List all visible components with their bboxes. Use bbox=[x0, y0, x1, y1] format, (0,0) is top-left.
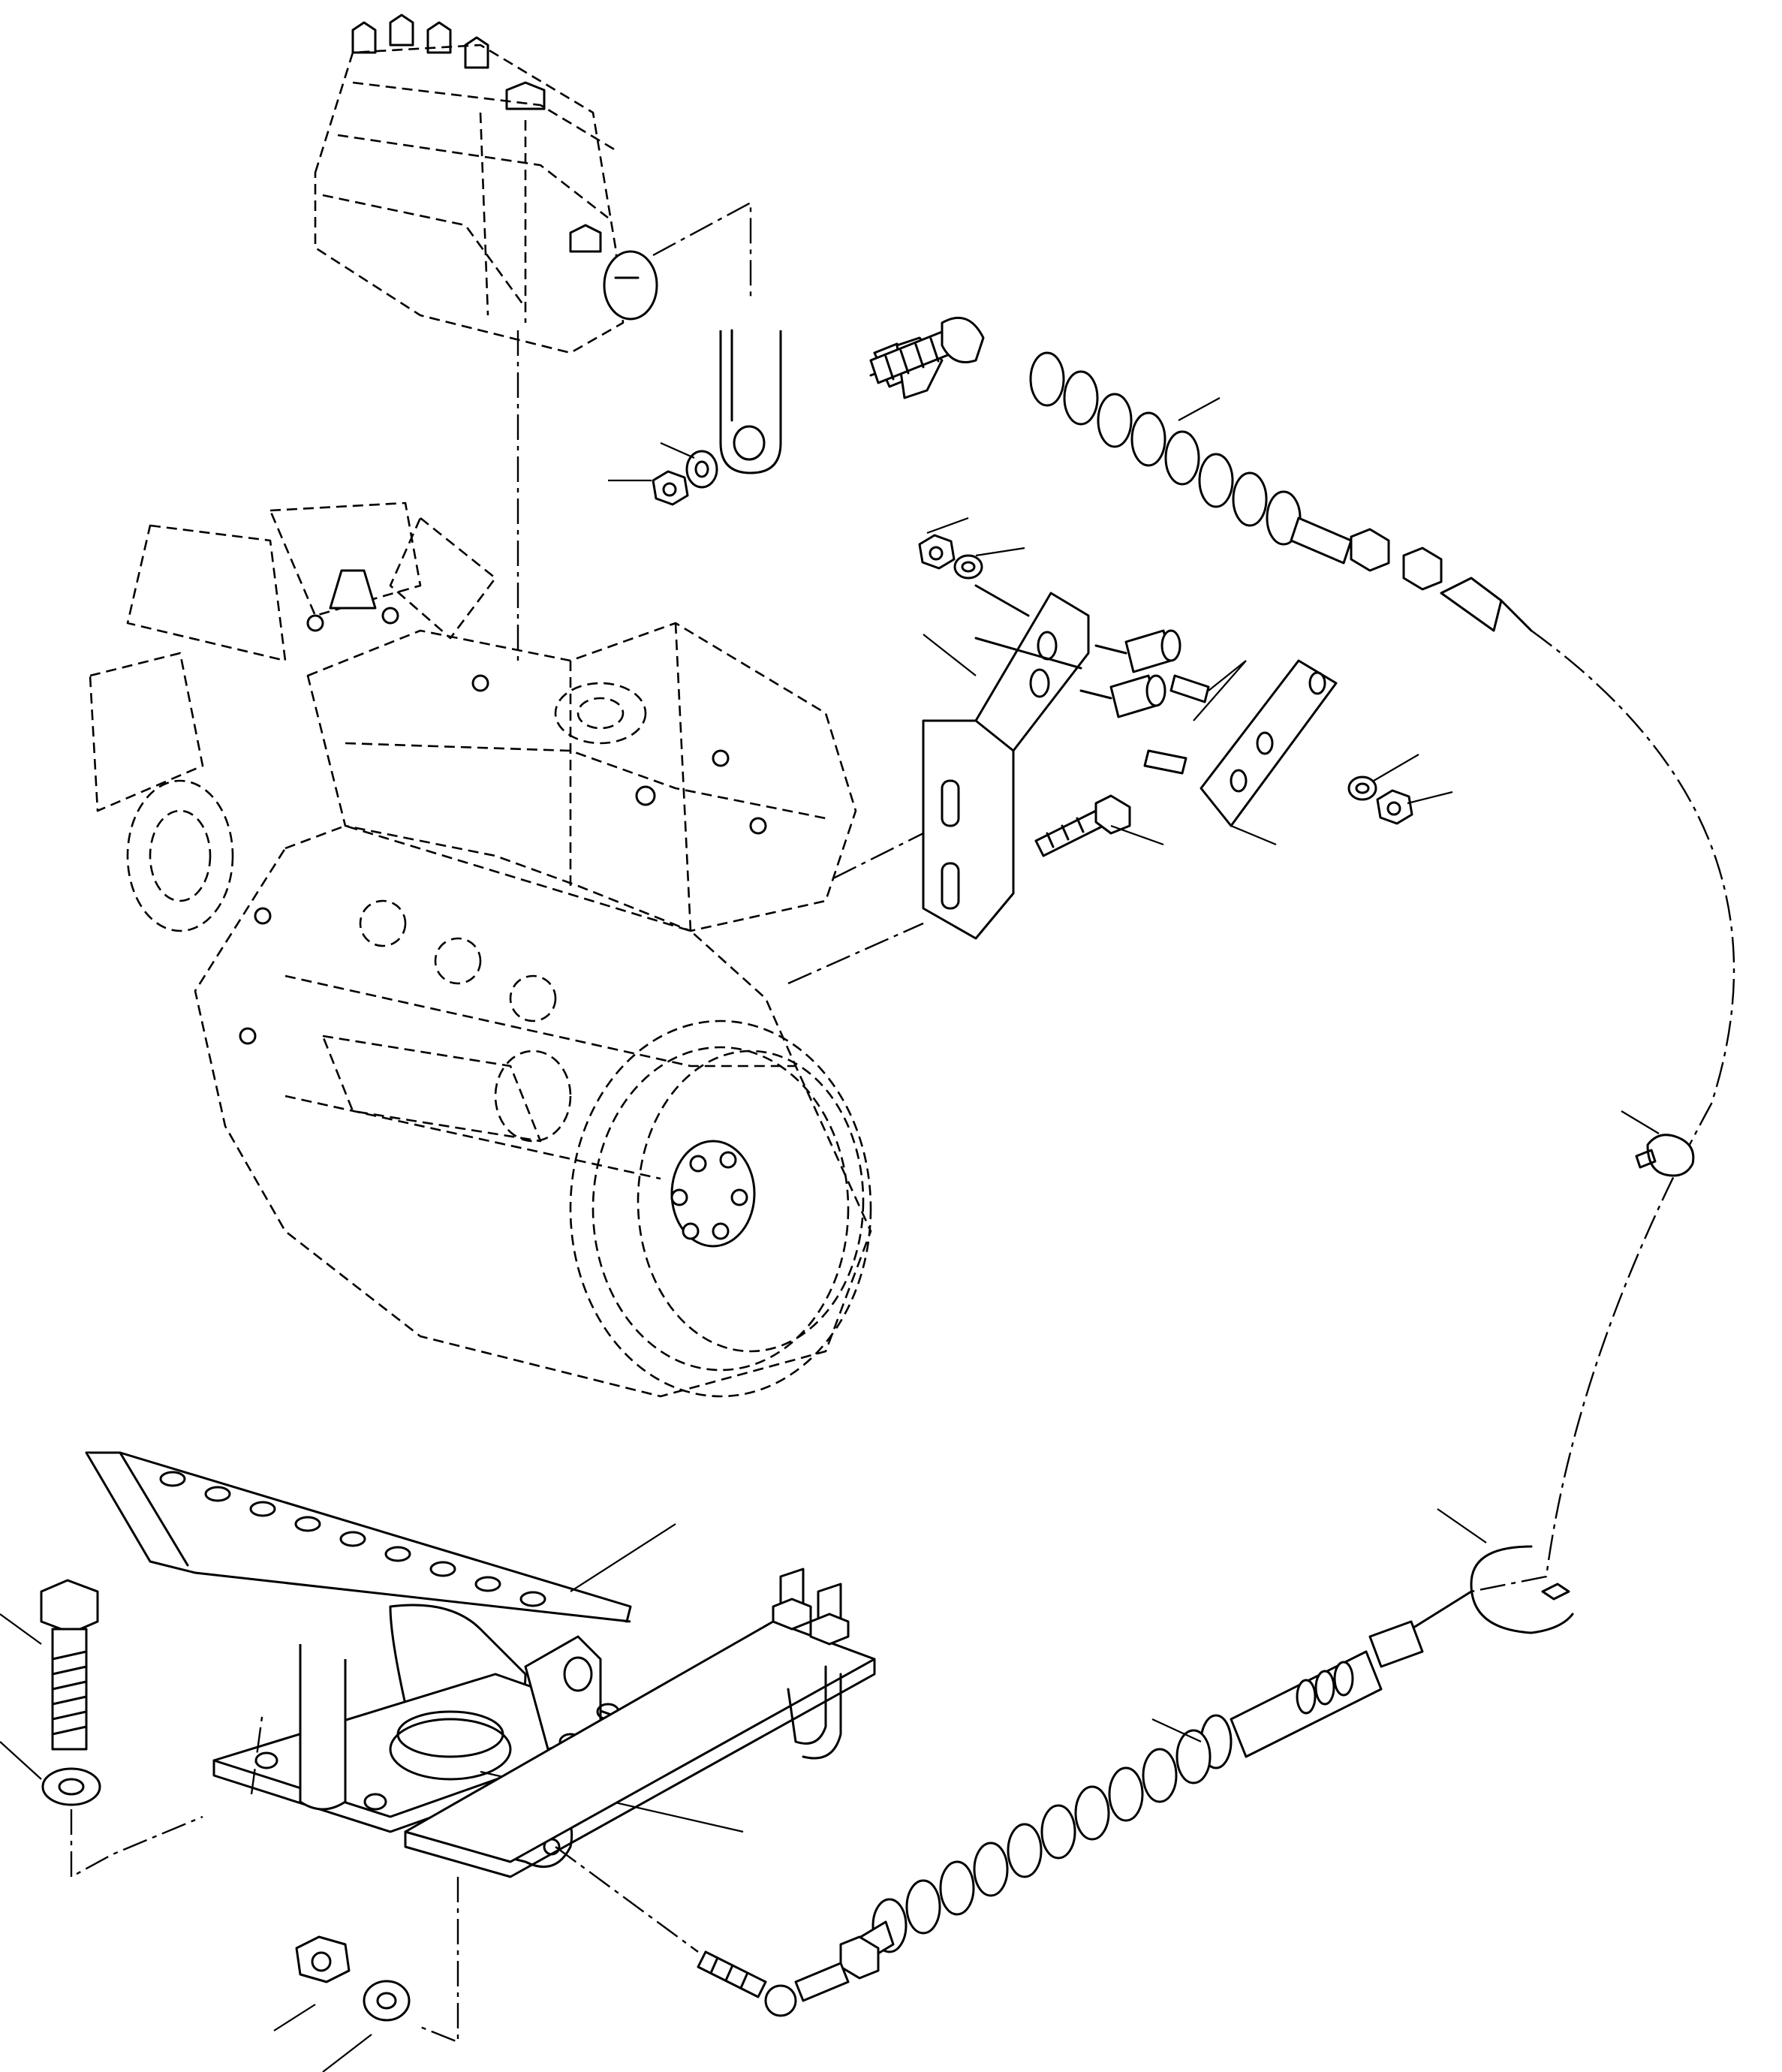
lower-throttle-cable bbox=[697, 1590, 1473, 2017]
pedal-mounting-plate bbox=[404, 1568, 876, 1878]
nut-plate bbox=[1376, 789, 1413, 825]
lower-cable-sleeve bbox=[1230, 1650, 1383, 1758]
upper-cable-boot bbox=[1029, 351, 1302, 546]
nut-bracket-upper bbox=[918, 534, 956, 570]
upper-throttle-cable bbox=[869, 316, 1533, 632]
centerline-pedal-bolt bbox=[70, 1711, 264, 1879]
pump-lever bbox=[719, 329, 782, 474]
centerline-pedal-nut bbox=[420, 1877, 459, 2043]
leader-rubber-mounts bbox=[1193, 660, 1247, 721]
upper-cable-jam-nut-2 bbox=[1402, 547, 1443, 591]
leader-upper-cable bbox=[1178, 397, 1221, 421]
lower-cable-ball-joint bbox=[764, 1984, 797, 2017]
flywheel-bolt bbox=[719, 1151, 737, 1169]
bracket-bolt bbox=[1034, 794, 1131, 857]
leader-pedal-washer bbox=[0, 1741, 42, 1780]
pedal-pad-holes bbox=[159, 1471, 546, 1607]
leader-lower-cable bbox=[1151, 1718, 1202, 1742]
flywheel-bolt bbox=[712, 1222, 730, 1240]
centerline-cable-run bbox=[1470, 630, 1735, 1593]
flywheel-bolt bbox=[682, 1222, 700, 1240]
lower-cable-boot bbox=[871, 1729, 1212, 1953]
leader-washer-bracket-upper bbox=[975, 547, 1025, 557]
leader-bracket-to-studs bbox=[974, 584, 1082, 670]
leader-nut-plate bbox=[1407, 791, 1453, 805]
flywheel-bolt bbox=[689, 1155, 707, 1173]
leader-bracket-plate bbox=[1230, 824, 1277, 846]
leader-bracket-bolt bbox=[1110, 824, 1164, 846]
leader-pedal bbox=[570, 1523, 676, 1592]
cable-clip bbox=[1635, 1134, 1695, 1177]
pedal-washer bbox=[41, 1767, 101, 1806]
injection-pump bbox=[314, 14, 658, 354]
flywheel-bolt bbox=[730, 1188, 748, 1206]
leader-pedal-bolt bbox=[0, 1613, 42, 1645]
nut-lever bbox=[652, 470, 689, 506]
upper-cable-jam-nut-1 bbox=[1350, 528, 1390, 572]
leader-cable-bracket bbox=[923, 634, 977, 676]
centerline-pump-lever bbox=[652, 200, 752, 300]
washer-lever bbox=[685, 450, 718, 489]
leader-washer-plate bbox=[1373, 754, 1419, 782]
cable-bracket bbox=[922, 592, 1090, 940]
leader-cable-clip bbox=[1621, 1110, 1660, 1134]
centerline-bracket-engine bbox=[832, 832, 924, 880]
leader-nut-bracket-upper bbox=[926, 516, 969, 535]
engine-fan bbox=[89, 501, 497, 812]
pedal-nut-washer bbox=[363, 1980, 411, 2022]
leader-pedal-nut-washer bbox=[322, 2034, 372, 2072]
rubber-mount-1 bbox=[1094, 629, 1210, 703]
leader-snap-ring bbox=[1437, 1508, 1487, 1543]
centerline-bracket-engine-2 bbox=[787, 922, 924, 985]
rubber-mount-2 bbox=[1079, 674, 1187, 775]
lower-cable-stud bbox=[697, 1950, 767, 1998]
snap-ring bbox=[1470, 1545, 1574, 1634]
pedal-rubber-boot bbox=[389, 1718, 512, 1781]
washer-bracket-upper bbox=[953, 554, 983, 580]
bracket-plate bbox=[1200, 659, 1338, 827]
centerline-pedal-cable bbox=[555, 1846, 699, 1953]
leader-pedal-nut bbox=[273, 2004, 316, 2031]
pedal-nut bbox=[295, 1935, 351, 1983]
flywheel-bolt bbox=[670, 1188, 688, 1206]
accelerator-pedal bbox=[85, 1451, 647, 1869]
washer-plate bbox=[1347, 775, 1377, 801]
leader-washer-lever bbox=[660, 441, 695, 459]
engine-block bbox=[89, 501, 872, 1398]
pedal-bolt bbox=[40, 1579, 99, 1751]
